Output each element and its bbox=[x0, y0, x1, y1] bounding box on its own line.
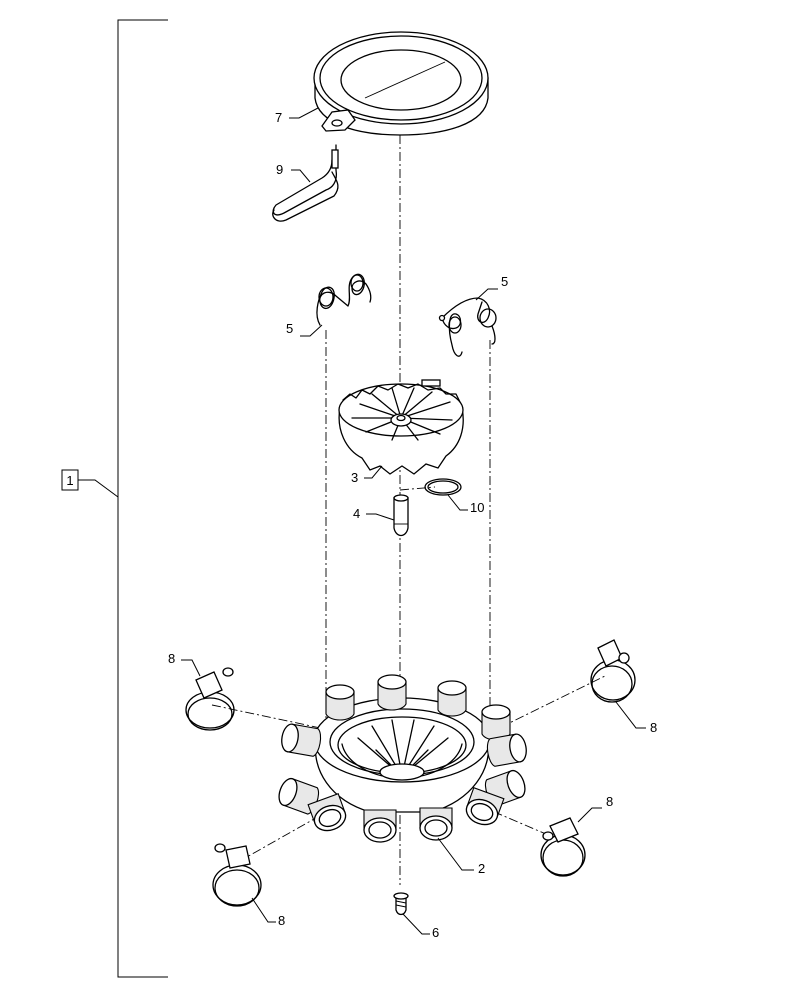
oring-part: 10 bbox=[424, 478, 484, 515]
callout-8-bottom-right: 8 bbox=[606, 794, 613, 809]
pin-part: 4 bbox=[353, 494, 409, 537]
spring-left-part: 5 bbox=[286, 273, 372, 337]
callout-8-top-left: 8 bbox=[168, 651, 175, 666]
callout-10: 10 bbox=[470, 500, 484, 515]
hub-part: 2 bbox=[278, 674, 527, 876]
callout-7: 7 bbox=[275, 110, 282, 125]
assembly-bracket: 1 bbox=[61, 19, 168, 978]
callout-4: 4 bbox=[353, 506, 360, 521]
hub-outlets bbox=[278, 674, 527, 843]
screw-part: 6 bbox=[393, 892, 439, 940]
callout-5-left: 5 bbox=[286, 321, 293, 336]
impeller-part: 3 bbox=[338, 379, 464, 485]
callout-5-right: 5 bbox=[501, 274, 508, 289]
clamp-right-part: 8 bbox=[590, 639, 657, 735]
spring-right-part: 5 bbox=[438, 274, 508, 357]
callout-1: 1 bbox=[66, 473, 73, 488]
callout-2: 2 bbox=[478, 861, 485, 876]
clamp-bottom-left-part: 8 bbox=[212, 843, 285, 928]
callout-9: 9 bbox=[276, 162, 283, 177]
callout-8-bottom-left: 8 bbox=[278, 913, 285, 928]
clamp-bottom-right-part: 8 bbox=[540, 794, 613, 877]
cover-part: 7 bbox=[275, 31, 489, 136]
handle-part: 9 bbox=[272, 144, 339, 222]
clamp-top-left-part: 8 bbox=[168, 651, 235, 731]
assembly-callout-box bbox=[61, 469, 79, 491]
callout-3: 3 bbox=[351, 470, 358, 485]
callout-6: 6 bbox=[432, 925, 439, 940]
callout-8-right: 8 bbox=[650, 720, 657, 735]
